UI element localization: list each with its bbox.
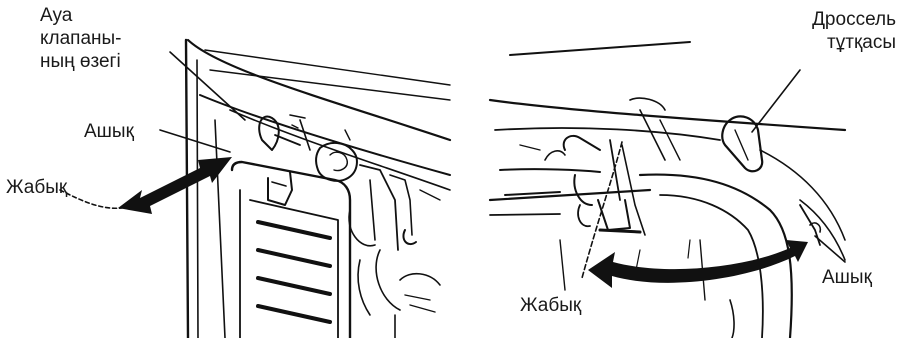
open-label-right: Ашық xyxy=(822,266,872,289)
closed-label-left: Жабық xyxy=(6,176,67,199)
closed-label-right: Жабық xyxy=(520,294,581,317)
throttle-label: Дроссель тұтқасы xyxy=(770,8,896,54)
air-valve-label-line-1: Ауа xyxy=(40,4,122,27)
closed-leader-line-left xyxy=(60,190,122,208)
open-label-left: Ашық xyxy=(84,120,134,143)
throttle-label-line-2: тұтқасы xyxy=(770,31,896,54)
air-valve-label: Ауа клапаны- ның өзегі xyxy=(40,4,122,73)
throttle-leader-line xyxy=(752,70,800,132)
air-valve-leader-line xyxy=(170,52,245,120)
air-valve-label-line-3: ның өзегі xyxy=(40,50,122,73)
air-valve-label-line-2: клапаны- xyxy=(40,27,122,50)
left-engine-drawing xyxy=(186,40,450,338)
throttle-label-line-1: Дроссель xyxy=(770,8,896,31)
open-leader-line-left xyxy=(160,130,230,152)
curved-double-arrow-icon xyxy=(588,240,808,288)
double-arrow-icon xyxy=(118,157,232,214)
